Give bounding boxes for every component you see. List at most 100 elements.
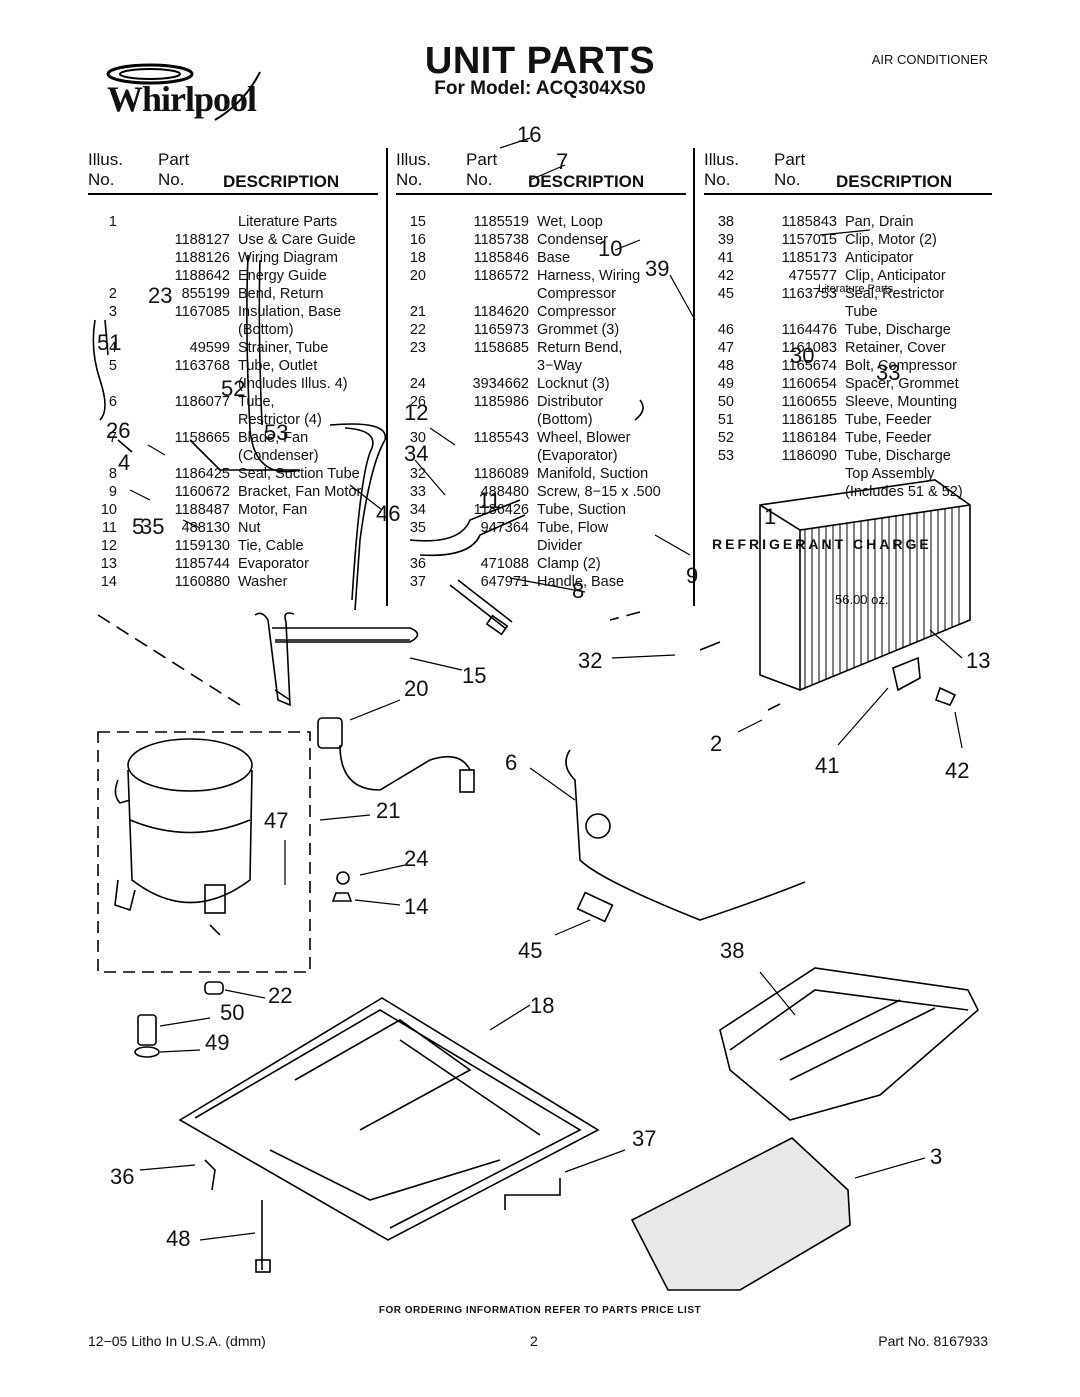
anticipator: [892, 656, 921, 692]
cell-desc: Spacer, Grommet: [845, 376, 959, 392]
cell-illus: 46: [717, 322, 734, 338]
cell-desc: (Condenser): [238, 448, 319, 464]
cell-illus: 15: [409, 214, 426, 230]
callout-3: 3: [930, 1144, 943, 1169]
cell-desc: Bracket, Fan Motor: [238, 484, 362, 500]
flow-tube: [449, 584, 506, 629]
cell-desc: Restrictor (4): [238, 412, 322, 428]
cell-part: 1185843: [781, 214, 837, 230]
cell-part: 475577: [788, 268, 837, 284]
callout-15: 15: [462, 663, 487, 688]
part-header-no: No.: [774, 170, 801, 189]
cell-desc: Tube: [845, 304, 878, 320]
parts-row: 3−Way: [396, 357, 661, 375]
description-header: DESCRIPTION: [836, 172, 953, 191]
logo-swoosh-icon: [106, 63, 261, 121]
cell-illus: 2: [108, 286, 117, 302]
part-header-no: No.: [158, 170, 185, 189]
cell-illus: 8: [108, 466, 117, 482]
cell-desc: (Includes Illus. 4): [238, 376, 348, 392]
cell-illus: 23: [409, 340, 426, 356]
illus-header-no: No.: [88, 170, 115, 189]
callout-13: 13: [966, 648, 991, 673]
cell-desc: Clamp (2): [537, 556, 601, 572]
cell-part: 1158665: [174, 430, 230, 446]
cell-desc: Base: [537, 250, 571, 266]
cell-part: 1188642: [174, 268, 230, 284]
callout-20: 20: [404, 676, 429, 701]
callout-45: 45: [518, 938, 543, 963]
callout-8: 8: [572, 578, 585, 603]
cell-desc: Tube, Flow: [537, 520, 609, 536]
cell-part: 1185519: [473, 214, 529, 230]
illus-header-no: No.: [396, 170, 423, 189]
cell-desc: Clip, Anticipator: [845, 268, 946, 284]
cell-illus: 49: [717, 376, 734, 392]
illus-header: Illus.: [704, 150, 739, 169]
callout-46: 46: [376, 501, 401, 526]
cell-part: 1159130: [174, 538, 230, 554]
cell-illus: 9: [108, 484, 117, 500]
cell-illus: 5: [108, 358, 117, 374]
cell-illus: 30: [409, 430, 426, 446]
cell-illus: 36: [409, 556, 426, 572]
cell-illus: 34: [409, 502, 426, 518]
cell-part: 1188487: [174, 502, 230, 518]
litho-info: 12−05 Litho In U.S.A. (dmm): [88, 1333, 266, 1349]
cell-part: 1163768: [174, 358, 230, 374]
cell-part: 1186090: [781, 448, 837, 464]
cell-desc: Compressor: [537, 286, 616, 302]
cell-desc: Manifold, Suction: [537, 466, 649, 482]
strainer-tube: [92, 319, 106, 421]
cell-part: 947364: [480, 520, 529, 536]
cell-part: 1186425: [174, 466, 230, 482]
cell-illus: 37: [409, 574, 426, 590]
cell-illus: 11: [101, 520, 117, 536]
product-category: AIR CONDITIONER: [871, 52, 988, 67]
cell-part: 1158685: [473, 340, 529, 356]
parts-row: Tube: [704, 303, 963, 321]
cell-part: 1165973: [473, 322, 529, 338]
parts-row: Compressor: [396, 285, 661, 303]
cell-part: 1157015: [781, 232, 837, 248]
cell-desc: Tube, Feeder: [845, 412, 932, 428]
cell-illus: 12: [100, 538, 117, 554]
header-rule: [704, 193, 992, 195]
cell-part: 1165674: [781, 358, 837, 374]
cell-illus: 18: [409, 250, 426, 266]
cell-desc: Tube,: [238, 394, 275, 410]
parts-row: Top Assembly: [704, 465, 963, 483]
cell-illus: 53: [717, 448, 734, 464]
parts-row: (Condenser): [95, 447, 361, 465]
cell-part: 1188126: [174, 250, 230, 266]
header-rule: [88, 193, 378, 195]
cell-desc: Locknut (3): [537, 376, 610, 392]
cell-illus: 47: [717, 340, 734, 356]
cell-desc: Nut: [238, 520, 261, 536]
seal: [576, 891, 614, 923]
callout-1: 1: [764, 504, 777, 529]
callout-49: 49: [205, 1030, 230, 1055]
header-rule: [396, 193, 686, 195]
cell-desc: Retainer, Cover: [845, 340, 946, 356]
leader-lines: [129, 137, 963, 1241]
